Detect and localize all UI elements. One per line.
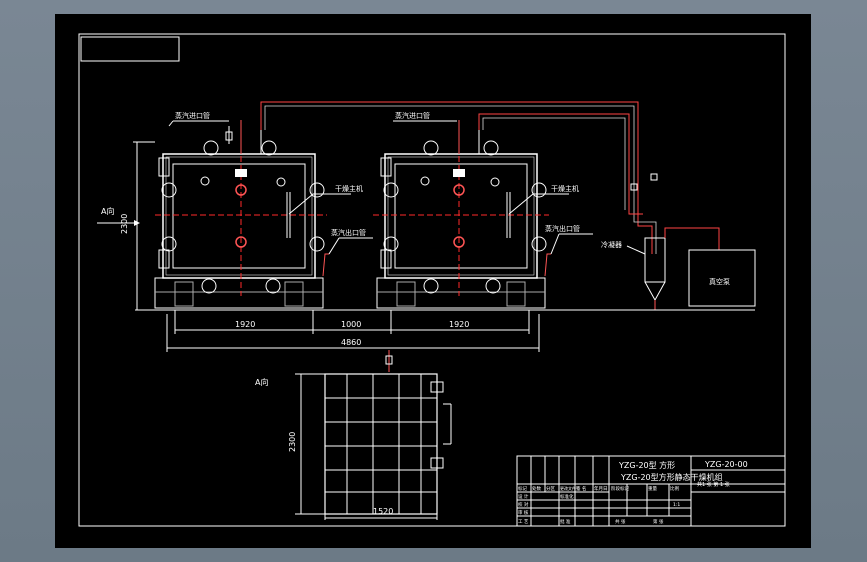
label-steam-inlet-left: 蒸汽进口管 bbox=[175, 111, 210, 120]
drawing-svg: 蒸汽进口管 蒸汽进口管 干燥主机 干燥主机 蒸汽出口管 蒸汽出口管 冷凝器 真空… bbox=[78, 33, 786, 527]
dim-width-right: 1920 bbox=[449, 320, 469, 329]
dim-height-main: 2300 bbox=[120, 214, 129, 234]
tb-row-design: 设 计 bbox=[518, 493, 529, 500]
title-block: YZG-20型 方形 YZG-20型方形静态干燥机组 YZG-20-00 共1 … bbox=[516, 455, 786, 527]
tb-scale-value: 1:1 bbox=[673, 502, 680, 508]
tb-row-review: 审 核 bbox=[518, 509, 529, 516]
tb-row-check: 校 对 bbox=[518, 501, 529, 508]
dryer-right bbox=[373, 120, 551, 309]
drawing-sheet[interactable]: 蒸汽进口管 蒸汽进口管 干燥主机 干燥主机 蒸汽出口管 蒸汽出口管 冷凝器 真空… bbox=[55, 14, 811, 548]
drawing-number: YZG-20-00 bbox=[704, 460, 748, 469]
label-dryer-right: 干燥主机 bbox=[551, 184, 579, 193]
tb-header-1: 处数 bbox=[532, 485, 541, 492]
title-line1: YZG-20型 方形 bbox=[618, 460, 675, 470]
inner-frame bbox=[78, 33, 786, 527]
side-view: A向 2300 bbox=[255, 350, 452, 520]
label-condenser: 冷凝器 bbox=[601, 240, 622, 249]
tb-sheet-label2: 第 张 bbox=[653, 518, 664, 525]
label-steam-outlet-right: 蒸汽出口管 bbox=[545, 224, 580, 233]
sheet-caption: 共1 张 第 1 张 bbox=[697, 481, 730, 488]
label-steam-outlet-left: 蒸汽出口管 bbox=[331, 228, 366, 237]
vacuum-pipeline bbox=[260, 101, 756, 311]
label-view-a-arrow: A向 bbox=[101, 206, 114, 216]
tb-header-2: 分区 bbox=[546, 485, 555, 492]
label-steam-inlet-right: 蒸汽进口管 bbox=[395, 111, 430, 120]
label-dryer-left: 干燥主机 bbox=[335, 184, 363, 193]
dryer-left bbox=[154, 120, 329, 309]
tb-header-3: 更改文件号 bbox=[560, 485, 580, 491]
upper-left-box bbox=[80, 36, 180, 62]
dim-side-width: 1520 bbox=[373, 507, 393, 516]
tb-row-process: 工 艺 bbox=[518, 519, 529, 525]
dim-total: 4860 bbox=[341, 338, 361, 347]
tb-header-4: 签 名 bbox=[576, 485, 586, 492]
dim-width-left: 1920 bbox=[235, 320, 255, 329]
tb-row-standard: 标准化 bbox=[560, 493, 574, 500]
tb-sheet-label: 共 张 bbox=[615, 518, 626, 525]
dim-gap: 1000 bbox=[341, 320, 361, 329]
label-view-a-title: A向 bbox=[255, 377, 268, 387]
tb-scale-label: 比例 bbox=[670, 485, 679, 492]
tb-weight-label: 重量 bbox=[648, 485, 657, 492]
dim-side-height: 2300 bbox=[288, 432, 297, 452]
tb-row-approve: 批 准 bbox=[560, 518, 571, 525]
tb-header-5: 年月日 bbox=[594, 485, 608, 492]
tb-stage-label: 阶段标记 bbox=[611, 485, 629, 492]
label-vacuum-pump: 真空泵 bbox=[709, 277, 730, 286]
tb-header-0: 标记 bbox=[518, 485, 527, 492]
title-line2: YZG-20型方形静态干燥机组 bbox=[620, 472, 723, 482]
